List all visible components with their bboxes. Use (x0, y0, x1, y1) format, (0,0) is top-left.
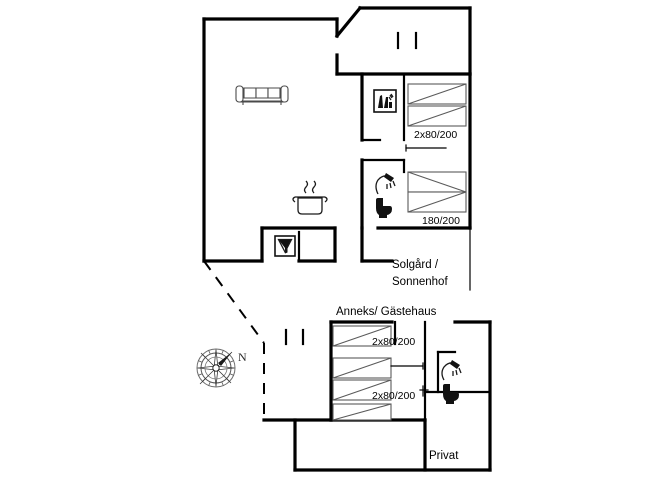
shower-icon-annex (441, 360, 462, 381)
main-house-internal-walls (260, 72, 471, 291)
bed-double-main (407, 171, 467, 213)
annex-room-marks (284, 328, 305, 346)
shower-icon-main (375, 173, 396, 195)
door-swing-annex (390, 362, 429, 397)
main-house-label-line2: Sonnenhof (392, 276, 448, 288)
bed-annex-middle (332, 357, 392, 401)
door-swing-twin-bedroom (405, 144, 447, 152)
compass-rose-icon (196, 348, 236, 388)
toilet-icon-annex (443, 384, 459, 404)
annex-label: Anneks/ Gästehaus (336, 306, 437, 318)
boundary-diagonal (203, 260, 265, 344)
bed-dimension-double-main: 180/200 (422, 215, 460, 227)
cooking-pot-icon (292, 180, 328, 215)
compass-north-label: N (238, 350, 247, 364)
main-house-walls (202, 5, 472, 263)
bed-dimension-twin-main: 2x80/200 (414, 129, 457, 141)
bed-twin-main (407, 83, 467, 127)
bed-annex-top (332, 325, 392, 347)
toilet-icon-main (376, 198, 392, 218)
private-room-label: Privat (429, 450, 459, 462)
dining-room-marks (396, 31, 418, 50)
bed-dimension-annex-middle: 2x80/200 (372, 390, 415, 402)
washing-machine-icon (274, 235, 296, 257)
bed-dimension-annex-top: 2x80/200 (372, 336, 415, 348)
main-house-label-line1: Solgård / (392, 259, 439, 271)
wardrobe-icon (373, 89, 397, 113)
bed-annex-bottom (332, 403, 392, 421)
wall-diagonal-upper (334, 5, 363, 39)
property-boundary (203, 260, 296, 421)
sofa-icon (235, 85, 289, 105)
